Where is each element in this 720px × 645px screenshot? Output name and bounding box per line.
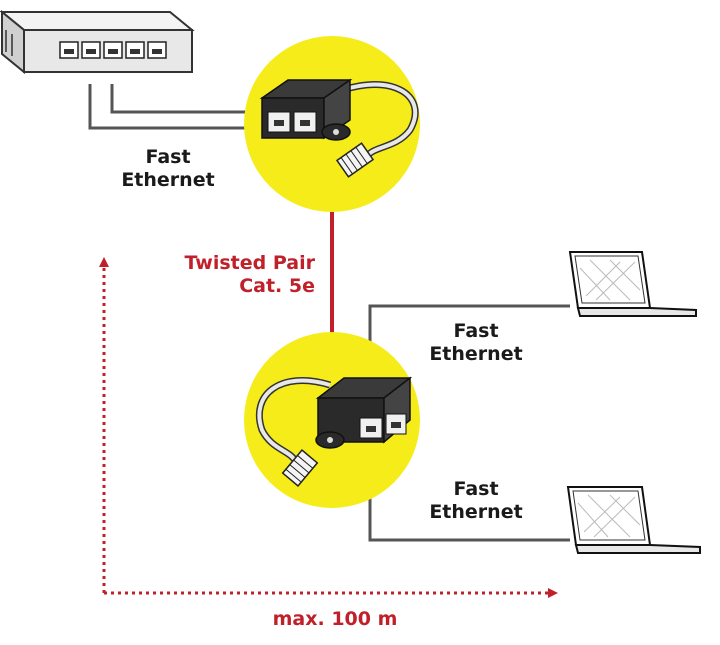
label-line: Fast [453,478,499,500]
label-line: Fast [145,146,191,168]
label-line: Fast [453,320,499,342]
label-line: Cat. 5e [239,275,315,297]
max-distance-label: max. 100 m [250,608,420,631]
laptop-icon [566,486,701,554]
twisted-pair-label: Twisted Pair Cat. 5e [150,252,315,298]
laptop-cables [368,304,570,542]
rj45-splitter-top [244,36,420,212]
fast-ethernet-laptop-top-label: Fast Ethernet [416,320,536,366]
label-line: Ethernet [121,169,215,191]
rj45-splitter-icon [259,78,419,178]
distance-arrows [99,257,558,598]
network-switch-icon [0,9,195,75]
rj45-splitter-bottom [244,332,420,508]
rj45-splitter-icon [255,376,413,487]
distance-text: max. 100 m [272,608,398,630]
fast-ethernet-switch-label: Fast Ethernet [108,146,228,192]
laptop-icon [568,251,697,317]
fast-ethernet-laptop-bottom-label: Fast Ethernet [416,478,536,524]
label-line: Ethernet [429,343,523,365]
label-line: Ethernet [429,501,523,523]
switch-cables [88,84,266,130]
label-line: Twisted Pair [184,252,315,274]
